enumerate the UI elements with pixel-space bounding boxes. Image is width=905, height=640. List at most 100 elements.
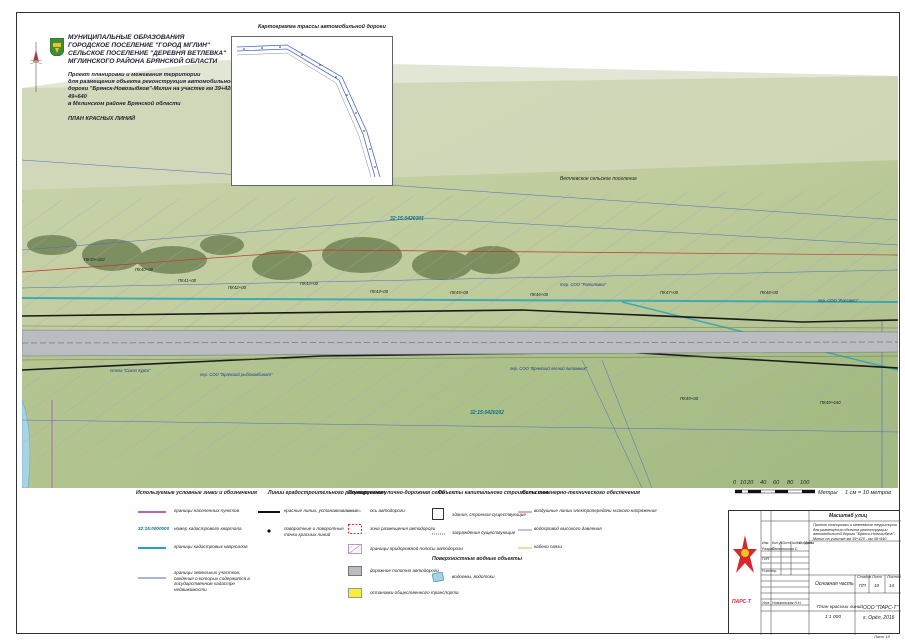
legend-item: здания, строения существующие xyxy=(452,512,526,517)
stamp-section: Масштаб улиц xyxy=(829,513,868,519)
inset-map xyxy=(231,36,393,186)
pk-label: ПК40+00 xyxy=(135,267,154,272)
scale-tick: 40 xyxy=(760,480,767,486)
scale-tick: 10 xyxy=(740,480,747,486)
note-label: пер. СОО "Брянский лесной питомник" xyxy=(510,366,588,371)
pk-label: ПК48+00 xyxy=(760,290,779,295)
project-line: в Мглинском районе Брянской области xyxy=(68,100,181,107)
legend-head: Объекты капитального строительства xyxy=(438,490,549,496)
company-logo-icon xyxy=(733,535,757,573)
stamp-sheet-title: Основная часть xyxy=(815,581,854,587)
stamp-drawing: План красных линий xyxy=(817,605,864,610)
note-label: тер. СОО "Ратоловка" xyxy=(560,282,607,287)
stamp-city-year: г. Орёл, 2016 xyxy=(863,615,895,621)
company-logo-text: ПАРС-Т xyxy=(732,599,751,605)
legend-item: дорожное полотно автодороги xyxy=(370,568,439,573)
legend-code: 32:15:0000000 xyxy=(138,526,170,531)
stamp-row: Изм. xyxy=(762,541,770,545)
legend-head: Планируемая улично-дорожная сеть xyxy=(348,490,445,496)
scale-unit: Метры xyxy=(818,490,838,496)
pk-label: ПК42+00 xyxy=(228,285,247,290)
stamp-val: 10 xyxy=(874,583,880,588)
note-label: пер. СОО "Рассвет" xyxy=(818,298,859,303)
legend-item: границы кадастровых кварталов xyxy=(174,544,248,549)
stamp-col: Стадия xyxy=(857,575,872,579)
pk-label: ПК45+00 xyxy=(450,290,469,295)
stamp-description: Проект планировки и межевания территории… xyxy=(813,523,897,541)
red-line-north xyxy=(22,309,898,323)
org-line: МУНИЦИПАЛЬНЫЕ ОБРАЗОВАНИЯ xyxy=(68,34,185,41)
scale-tick: 0 xyxy=(733,480,737,486)
legend-item: остановки общественного транспорта xyxy=(370,590,459,595)
pk-label: ПК44+00 xyxy=(370,289,389,294)
pk-label: ПК49+640 xyxy=(820,400,841,405)
legend-item: поворотные и поворотные точки красных ли… xyxy=(284,526,344,537)
scale-tick: 100 xyxy=(800,480,810,486)
legend-item: границы населенных пунктов xyxy=(174,508,239,513)
note-label: пер. СОО "Брянский рыбокомбинат" xyxy=(200,372,273,377)
legend-subhead: Поверхностные водные объекты xyxy=(432,556,523,562)
stamp-role: Н.контр. xyxy=(762,569,778,573)
stamp-col: Листов xyxy=(887,575,901,579)
sheet-frame xyxy=(16,12,900,634)
note-label: стела "Сокол Курск" xyxy=(110,368,151,373)
roadside-zone xyxy=(22,190,898,460)
stamp-role: Утв. xyxy=(762,601,771,605)
title-block: МУНИЦИПАЛЬНЫЕ ОБРАЗОВАНИЯ ГОРОДСКОЕ ПОСЕ… xyxy=(68,34,258,122)
legend-item: границы придорожной полосы автодороги xyxy=(370,546,463,551)
org-line: СЕЛЬСКОЕ ПОСЕЛЕНИЕ "ДЕРЕВНЯ ВЕТЛЕВКА" xyxy=(68,50,227,57)
pk-label: ПК43+00 xyxy=(300,281,319,286)
stamp: ПАРС-Т Масштаб улиц Проект планировки и … xyxy=(728,510,901,635)
scale-tick: 60 xyxy=(773,480,780,486)
pk-label: ПК49+00 xyxy=(680,396,699,401)
legend: Используемые условные знаки и обозначени… xyxy=(130,486,730,626)
stamp-company: ООО "ПАРС-Т" xyxy=(863,605,899,611)
coat-of-arms-icon xyxy=(50,38,64,56)
pk-label: ПК47+00 xyxy=(660,290,679,295)
cadastre-label-top: 32:15:0420301 xyxy=(390,216,424,222)
stamp-row: Кол.уч xyxy=(772,541,783,545)
stamp-row: Лист xyxy=(782,541,791,545)
cadastre-label-bottom: 32:15:0420202 xyxy=(470,410,504,416)
legend-item: заграждения существующие xyxy=(452,530,516,535)
stamp-row: Дата xyxy=(805,541,814,545)
legend-item: водопровод высокого давления xyxy=(534,526,602,531)
road-surface xyxy=(22,329,898,357)
org-line: МГЛИНСКОГО РАЙОНА БРЯНСКОЙ ОБЛАСТИ xyxy=(68,58,218,65)
north-arrow-icon xyxy=(29,42,43,92)
plan-title: ПЛАН КРАСНЫХ ЛИНИЙ xyxy=(68,116,135,123)
stamp-val: ПП xyxy=(859,583,866,588)
legend-item: водоемы, водотоки xyxy=(452,574,495,579)
stamp-role: Разраб. xyxy=(762,547,776,551)
legend-head: Линии градостроительного регулирования xyxy=(268,490,385,496)
stamp-name: Овсянникова С. xyxy=(772,547,799,551)
pk-label: ПК46+00 xyxy=(530,292,549,297)
project-line: Проект планировки и межевания территории xyxy=(68,72,201,78)
scale-ratio: 1 см = 10 метров xyxy=(845,490,892,496)
legend-item: красные линии, устанавливаемые xyxy=(284,508,359,513)
scale-bar xyxy=(735,489,815,494)
pk-label: ПК41+00 xyxy=(178,278,197,283)
stamp-row: Подпись xyxy=(799,541,813,545)
legend-item: ось автодороги xyxy=(370,508,405,513)
legend-item: зона размещения автодороги xyxy=(370,526,436,531)
settlement-label: Ветлевское сельское поселение xyxy=(560,176,637,182)
stamp-name: Новиковская Н.Н. xyxy=(772,601,802,605)
legend-item: номер кадастрового квартала xyxy=(174,526,242,531)
legend-item: границы земельных участков, сведения о к… xyxy=(174,570,250,592)
inset-title: Картограмма трассы автомобильной дороги xyxy=(258,24,386,30)
pk-label: ПК39+420 xyxy=(84,257,105,262)
org-line: ГОРОДСКОЕ ПОСЕЛЕНИЕ "ГОРОД МГЛИН" xyxy=(68,42,211,49)
scale-tick: 20 xyxy=(747,480,754,486)
stamp-role: ГИП xyxy=(762,557,770,561)
project-line: для размещения объекта реконструкция авт… xyxy=(68,79,234,86)
stamp-drawing-scale: 1:1 000 xyxy=(825,615,842,620)
stamp-row: №док xyxy=(792,541,802,545)
legend-head: Сети инженерно-технического обеспечения xyxy=(522,490,640,496)
scale-tick: 80 xyxy=(787,480,794,486)
legend-item: кабели связи xyxy=(534,544,562,549)
stamp-val: 14 xyxy=(889,583,895,588)
project-line: дороги "Брянск-Новозыбков"-Мглин на учас… xyxy=(68,86,246,100)
stamp-col: Лист xyxy=(872,575,882,579)
legend-item: воздушные линии электропередачи низкого … xyxy=(534,508,657,513)
